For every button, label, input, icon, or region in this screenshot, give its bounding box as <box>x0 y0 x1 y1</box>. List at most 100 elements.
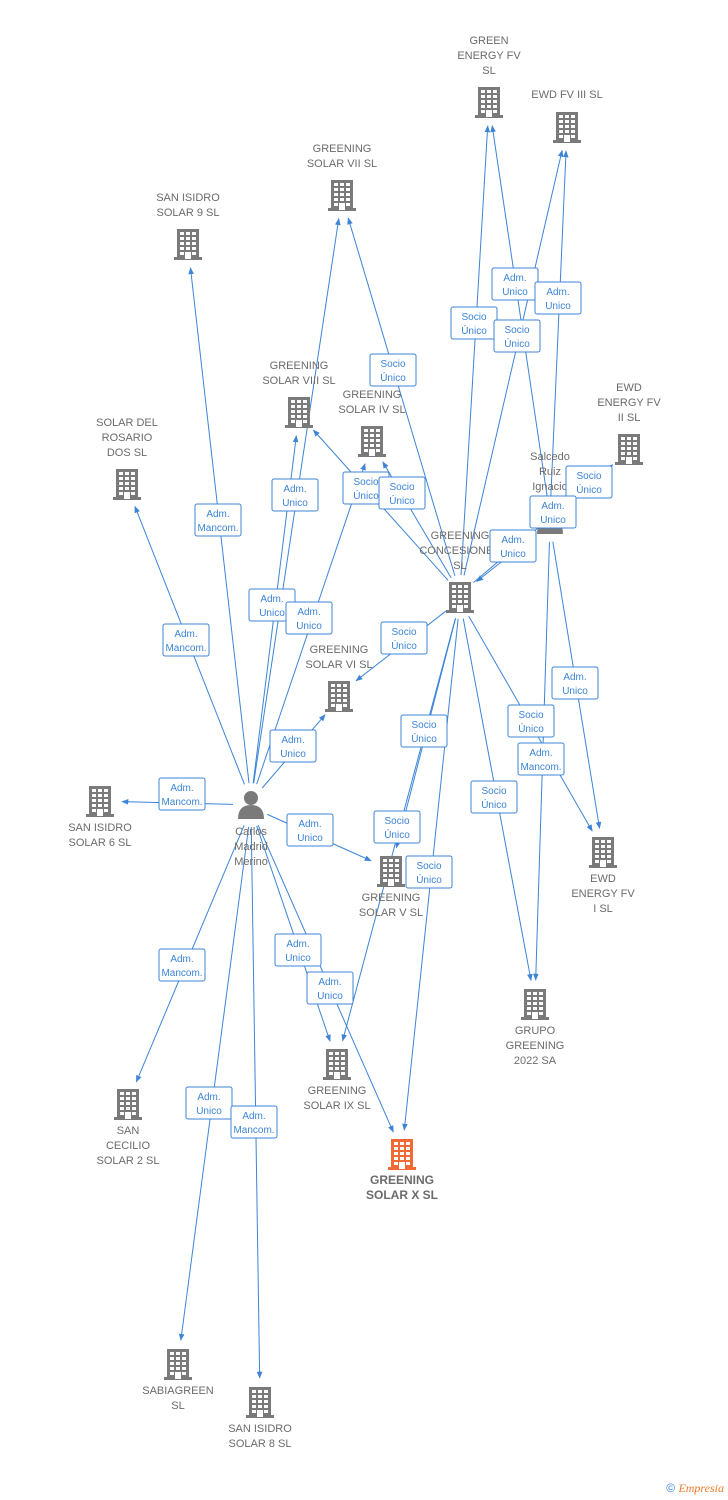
building-icon <box>246 1387 274 1418</box>
edge-label-carlos-to-gs6[interactable]: Adm.Unico <box>269 729 317 763</box>
edge-label-text: Socio <box>411 720 436 731</box>
node-label: EWD <box>590 873 616 885</box>
node-label: GREENING <box>270 360 329 372</box>
building-icon <box>358 426 386 457</box>
edge-label-text: Socio <box>380 359 405 370</box>
node-label: Ignacio <box>532 481 567 493</box>
edge-label-salcedo-to-ewd1[interactable]: Adm.Unico <box>551 666 599 700</box>
edge-label-text: Socio <box>353 477 378 488</box>
node-label: SAN ISIDRO <box>228 1423 292 1435</box>
building-icon <box>285 397 313 428</box>
edge-label-carlos-to-rosario[interactable]: Adm.Mancom. <box>162 623 210 657</box>
edge-label-carlos-to-gs7[interactable]: Adm.Unico <box>271 478 319 512</box>
node-label: GREEN <box>469 35 508 47</box>
edge-label-text: Socio <box>518 710 543 721</box>
edge-label-text: Unico <box>540 515 566 526</box>
edge-label-carlos-to-gs4[interactable]: Adm.Unico <box>285 601 333 635</box>
edge-label-text: Adm. <box>318 977 341 988</box>
edge-gconc-to-ewd3 <box>463 149 564 576</box>
node-label: SL <box>453 560 466 572</box>
node-ewd3[interactable]: EWD FV III SL <box>531 89 603 143</box>
edge-label-text: Único <box>389 494 415 507</box>
copyright-footer[interactable]: © Empresia <box>666 1481 724 1496</box>
edge-label-text: Mancom. <box>197 523 238 534</box>
edge-label-carlos-to-si8[interactable]: Adm.Mancom. <box>230 1105 278 1139</box>
node-label: CECILIO <box>106 1140 150 1152</box>
edge-label-carlos-to-gs5[interactable]: Adm.Unico <box>286 813 334 847</box>
edge-label-carlos-to-sabia[interactable]: Adm.Unico <box>185 1086 233 1120</box>
building-icon <box>113 469 141 500</box>
edge-label-text: Único <box>411 732 437 745</box>
edge-label-text: Unico <box>196 1106 222 1117</box>
edge-label-carlos-to-cecilio[interactable]: Adm.Mancom. <box>158 948 206 982</box>
edge-label-carlos-to-gs9[interactable]: Adm. Unico <box>274 933 322 967</box>
edge-label-text: Unico <box>297 833 323 844</box>
node-label: SABIAGREEN <box>142 1385 214 1397</box>
edge-label-text: Unico <box>502 287 528 298</box>
edge-label-carlos-to-gs10[interactable]: Adm.Unico <box>306 971 354 1005</box>
node-label: SOLAR 2 SL <box>97 1155 160 1167</box>
edge-label-text: Socio <box>461 312 486 323</box>
edge-label-salcedo-to-grupo[interactable]: Adm.Mancom. <box>517 742 565 776</box>
brand-logo-text: Empresia <box>678 1481 724 1495</box>
edge-label-text: Mancom. <box>161 797 202 808</box>
edge-label-text: Unico <box>285 953 311 964</box>
edge-label-carlos-to-si6[interactable]: Adm.Mancom. <box>158 777 206 811</box>
node-label: SOLAR DEL <box>96 417 158 429</box>
edge-labels-layer: Adm.Mancom.Adm.Mancom.Adm.Mancom.Adm.Uni… <box>158 267 613 1139</box>
building-icon <box>615 434 643 465</box>
edge-label-text: Único <box>353 489 379 502</box>
building-icon <box>114 1089 142 1120</box>
edge-label-text: Mancom. <box>233 1125 274 1136</box>
node-label: GREENING <box>308 1085 367 1097</box>
building-icon <box>475 87 503 118</box>
edge-label-salcedo-to-ewd2[interactable]: Adm.Unico <box>529 495 577 529</box>
edge-label-text: Mancom. <box>165 643 206 654</box>
edge-label-text: Adm. <box>286 939 309 950</box>
edge-label-salcedo-to-green_fv[interactable]: Adm.Unico <box>491 267 539 301</box>
edge-label-text: Adm. <box>283 484 306 495</box>
edge-label-carlos-to-si9[interactable]: Adm.Mancom. <box>194 503 242 537</box>
building-icon <box>323 1049 351 1080</box>
edge-label-salcedo-to-ewd3[interactable]: Adm.Unico <box>534 281 582 315</box>
node-label: I SL <box>593 903 613 915</box>
edge-label-carlos-to-gs8[interactable]: Adm.Unico <box>248 588 296 622</box>
edge-carlos-to-si8 <box>250 826 263 1379</box>
building-icon <box>328 180 356 211</box>
edge-label-text: Adm. <box>563 672 586 683</box>
edge-label-text: Adm. <box>501 535 524 546</box>
node-label: ENERGY FV <box>457 50 521 62</box>
edge-label-salcedo-to-gconc[interactable]: Adm.Unico <box>489 529 537 563</box>
